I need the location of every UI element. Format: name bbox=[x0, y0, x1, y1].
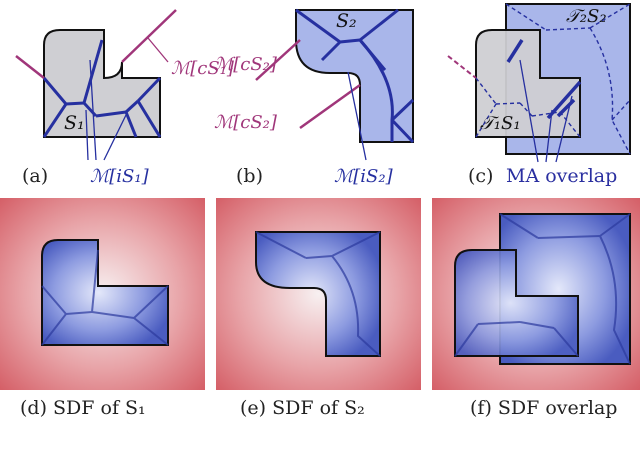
shape-label-t2s2: 𝒯₂S₂ bbox=[566, 6, 607, 27]
medial-axis-dashed-c bbox=[475, 3, 631, 155]
sdf-shape-t1s1 bbox=[454, 249, 579, 357]
caption-e: (e) SDF of S₂ bbox=[240, 397, 365, 419]
medial-axis-exterior-s1 bbox=[15, 9, 177, 79]
caption-b: (b) bbox=[236, 165, 263, 187]
sdf-ridges-d bbox=[41, 249, 169, 346]
ext-label-b-top: ℳ[cS₂] bbox=[214, 54, 278, 75]
panel-f: (f) SDF overlap bbox=[432, 198, 640, 419]
shape-label-s1: S₁ bbox=[64, 112, 85, 134]
medial-axis-exterior-s2 bbox=[255, 39, 361, 130]
panel-b: S₂ ℳ[cS₂] ℳ[cS₂] (b) ℳ[iS₂] bbox=[214, 8, 415, 187]
medial-axis-interior-s2 bbox=[295, 8, 415, 144]
medial-axis-exterior-c bbox=[447, 55, 477, 79]
shape-s1 bbox=[43, 29, 161, 138]
caption-a: (a) bbox=[22, 165, 48, 187]
ext-label-a: ℳ[cS₁] bbox=[171, 58, 235, 79]
panel-c: 𝒯₁S₁ 𝒯₂S₂ (c) MA overlap bbox=[447, 3, 631, 187]
ext-label-b: ℳ[cS₂] bbox=[214, 112, 278, 133]
int-label-b: ℳ[iS₂] bbox=[334, 166, 394, 187]
sdf-ridges-f bbox=[454, 213, 631, 365]
panel-e: (e) SDF of S₂ bbox=[216, 198, 421, 419]
panel-a: S₁ ℳ[cS₁] (a) ℳ[iS₁] bbox=[15, 9, 235, 187]
bottom-text-fragment bbox=[0, 440, 640, 451]
pointer-arrows-a bbox=[85, 59, 127, 161]
sdf-background-e bbox=[216, 198, 421, 390]
panel-d: (d) SDF of S₁ bbox=[0, 198, 205, 419]
caption-d: (d) SDF of S₁ bbox=[20, 397, 146, 419]
pointer-arrows-c bbox=[519, 59, 573, 163]
shape-label-s2: S₂ bbox=[336, 10, 357, 32]
ma-overlap-solid bbox=[506, 39, 582, 120]
shape-label-t1s1: 𝒯₁S₁ bbox=[480, 113, 521, 134]
sdf-ridges-e bbox=[255, 231, 381, 357]
caption-c: (c) bbox=[468, 165, 493, 187]
pointer-ext-a bbox=[147, 37, 169, 63]
caption-f: (f) SDF overlap bbox=[470, 397, 617, 419]
sdf-shape-s2 bbox=[255, 231, 381, 357]
medial-axis-interior-s1 bbox=[42, 39, 162, 138]
pointer-arrows-b bbox=[347, 71, 367, 161]
caption-c-extra: MA overlap bbox=[506, 165, 617, 187]
int-label-a: ℳ[iS₁] bbox=[90, 166, 150, 187]
